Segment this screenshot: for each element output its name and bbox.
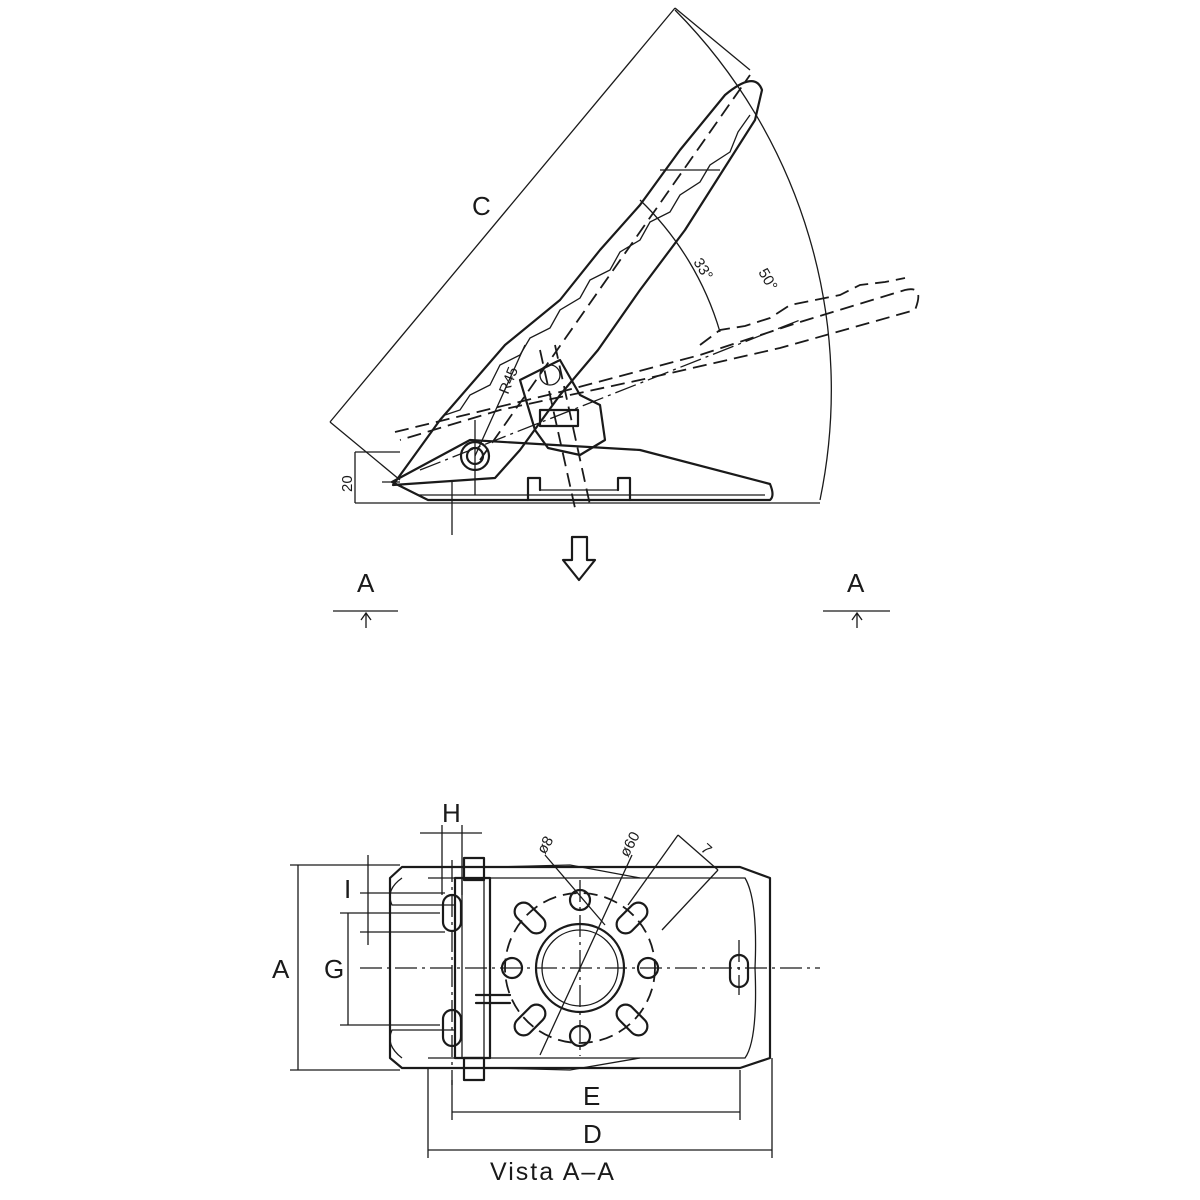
label-phi60: ø60 <box>617 829 644 860</box>
section-marker-right: A <box>823 568 890 628</box>
dim-c-ext1 <box>329 421 401 481</box>
phi60-leader <box>539 854 633 1056</box>
slot-diag-tl <box>513 901 547 935</box>
hinge-bar-mid <box>474 993 512 1005</box>
section-marker-left: A <box>333 568 398 628</box>
hinge-loop-top <box>389 877 455 906</box>
pedal-lowered-serration <box>699 277 906 346</box>
slot-diag-bl <box>513 1003 547 1037</box>
label-33: 33° <box>690 255 716 283</box>
label-vista: Vista A–A <box>490 1158 616 1186</box>
dim-7-line <box>677 834 719 871</box>
arc-50 <box>674 9 832 501</box>
dim-7-ext1 <box>627 834 679 906</box>
linkage-spring-2 <box>554 344 591 506</box>
hinge-loop-bottom <box>389 1029 455 1059</box>
view-arrow-icon <box>561 535 597 582</box>
top-view: H I A G ø8 ø60 7 E D Vista A–A <box>272 798 820 1186</box>
linkage-block <box>538 408 580 428</box>
r45-leader <box>474 344 526 457</box>
pedal-raised <box>391 80 764 487</box>
label-7: 7 <box>697 840 715 858</box>
label-g: G <box>324 954 344 984</box>
section-arrow-right-icon <box>851 611 863 628</box>
plate-taper-top <box>494 864 641 879</box>
label-c: C <box>472 191 491 221</box>
side-view: C R45 33° 50° 20 <box>329 7 920 535</box>
base-plate <box>390 438 774 502</box>
dim-7-ext2 <box>661 869 719 931</box>
label-phi8: ø8 <box>534 833 557 857</box>
hinge-bottom-tab <box>462 1056 486 1082</box>
base-foot-right <box>616 476 632 502</box>
label-20: 20 <box>339 475 356 492</box>
label-e: E <box>583 1081 600 1111</box>
pedal-serration <box>444 114 751 416</box>
slot-diag-tr <box>615 901 649 935</box>
section-label-left: A <box>357 568 375 598</box>
label-r45: R45 <box>496 365 522 397</box>
arc-33 <box>639 199 721 333</box>
phi8-leader <box>544 854 606 926</box>
label-i: I <box>344 874 351 904</box>
linkage-spring <box>539 349 576 509</box>
chain-line <box>419 319 801 471</box>
section-label-right: A <box>847 568 865 598</box>
label-50: 50° <box>755 266 781 294</box>
base-foot-left <box>526 476 542 502</box>
pedal-centerline <box>479 74 751 461</box>
dim-c-line <box>329 7 676 423</box>
linkage-pin <box>539 364 561 386</box>
dim-c-ext2 <box>674 7 751 71</box>
linkage-body <box>518 358 607 457</box>
slot-diag-br <box>615 1003 649 1037</box>
plate-taper-bottom <box>494 1057 641 1071</box>
pedal-lowered <box>394 288 920 441</box>
section-arrow-left-icon <box>360 611 372 628</box>
label-h: H <box>442 798 461 828</box>
plate-outline <box>388 865 772 1070</box>
label-d: D <box>583 1119 602 1149</box>
hinge-top-tab <box>462 856 486 882</box>
label-a: A <box>272 954 290 984</box>
